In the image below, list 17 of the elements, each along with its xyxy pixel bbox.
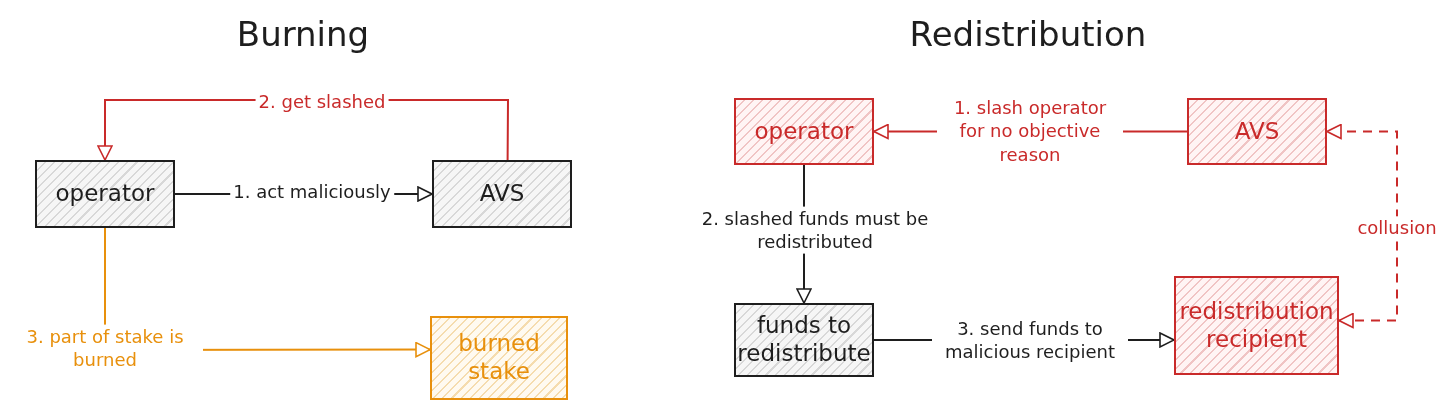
box-label: operator	[55, 180, 155, 208]
section-heading: Burning	[236, 14, 370, 54]
arrow	[1326, 123, 1398, 329]
section-heading: Redistribution	[909, 14, 1147, 54]
process-box	[734, 303, 874, 377]
process-box	[1174, 276, 1339, 375]
box-label: AVS	[479, 180, 525, 208]
process-box	[35, 160, 175, 228]
box-label: redistribution recipient	[1178, 297, 1335, 354]
process-box	[430, 316, 568, 400]
box-label: burned stake	[457, 330, 541, 386]
process-box	[432, 160, 572, 228]
box-label: operator	[754, 117, 854, 146]
box-label: funds to redistribute	[736, 312, 872, 368]
process-box	[734, 98, 874, 165]
box-label: AVS	[1234, 117, 1280, 146]
process-box	[1187, 98, 1327, 165]
